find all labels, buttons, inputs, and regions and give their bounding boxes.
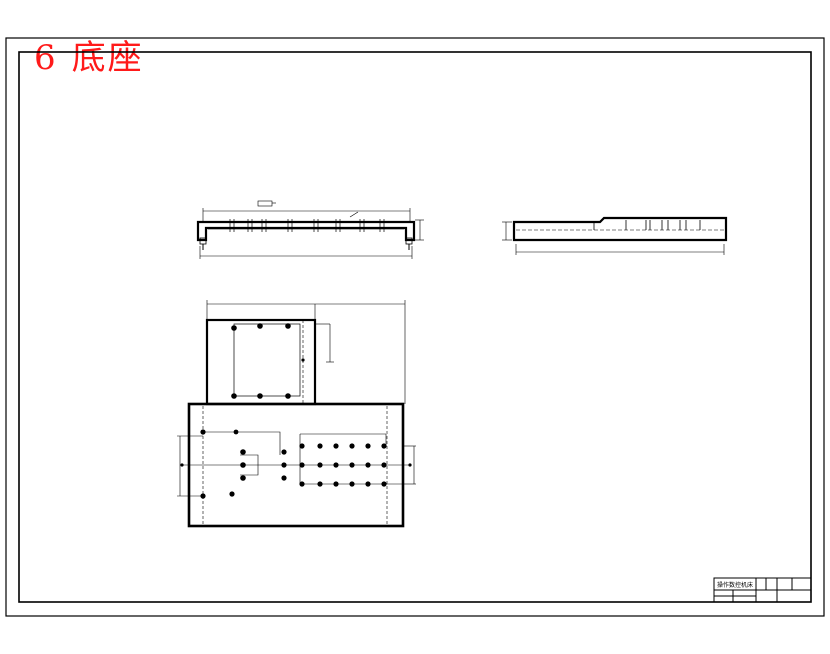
front-view [196,200,424,259]
part-name: 底座 [71,38,144,78]
inner-border [18,51,812,603]
outer-border [5,37,825,617]
part-number: 6 [34,38,58,78]
title-block-drawing-name: 操作数控机床 [717,581,753,589]
drawing-title: 6 底座 [34,36,144,80]
side-view [502,216,728,255]
top-view [177,300,416,528]
title-block [713,577,812,603]
